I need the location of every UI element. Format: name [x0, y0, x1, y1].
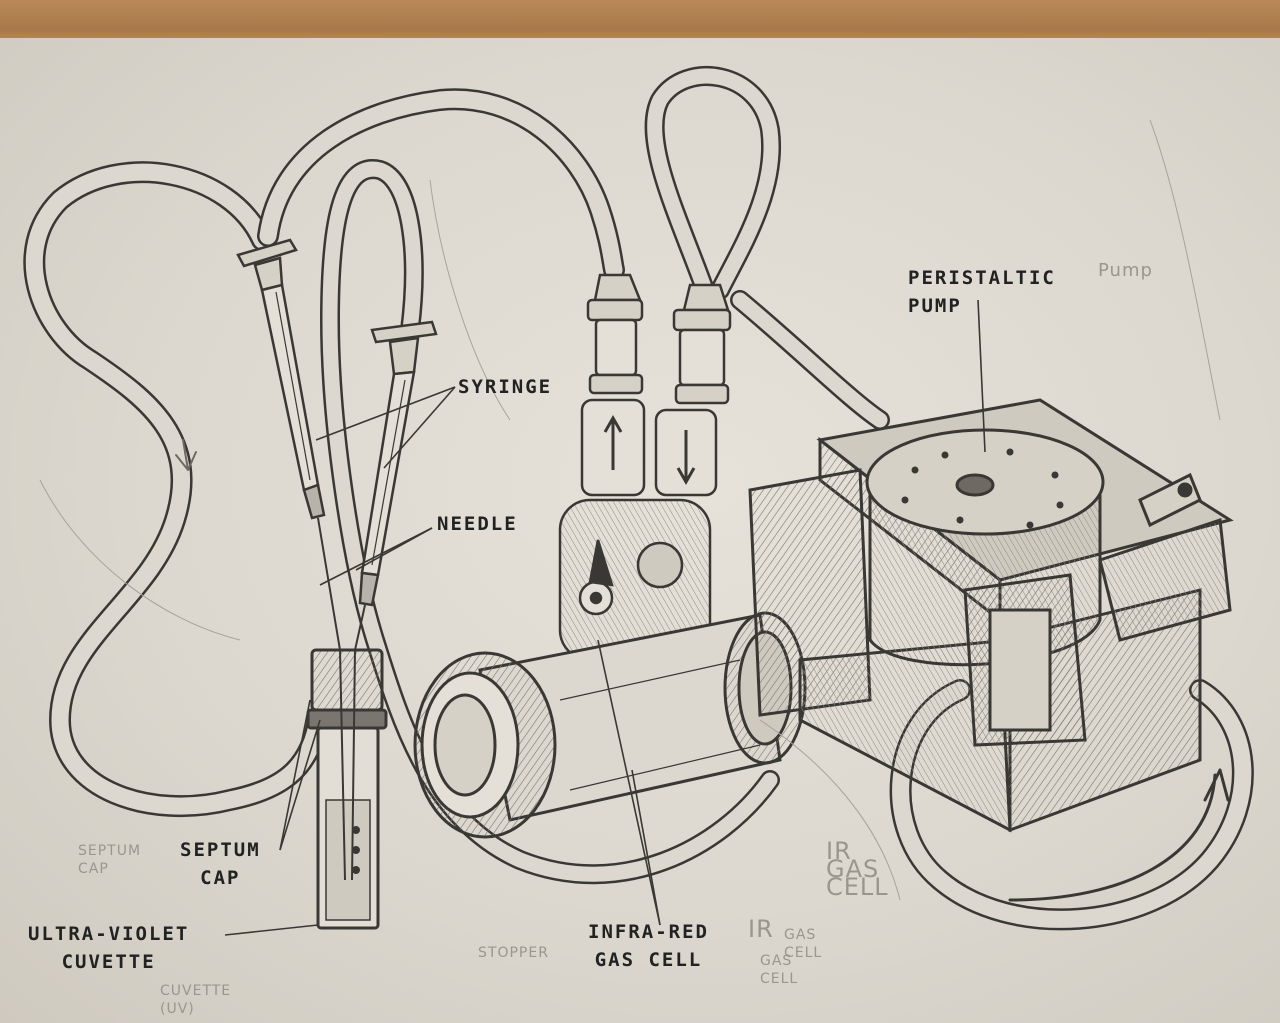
uv-cuvette: [306, 648, 388, 930]
note-ir: IR: [748, 915, 774, 943]
faint-sketch-lines: [39, 119, 1221, 901]
label-peristaltic-pump: PERISTALTIC PUMP: [908, 267, 1056, 317]
peristaltic-pump: [748, 398, 1234, 833]
leader-pump: [977, 299, 986, 453]
tube-syringe2: [320, 159, 780, 885]
leader-syringe-b: [383, 386, 456, 469]
leader-syringe-a: [315, 386, 456, 441]
tube-bottom-loop: [889, 679, 1254, 931]
label-needle: NEEDLE: [437, 513, 518, 535]
note-pump: Pump: [1098, 260, 1153, 281]
note-gas-cell-2: GAS CELL: [760, 953, 799, 987]
leader-cuvette: [224, 924, 319, 936]
leader-needle-b: [355, 527, 433, 571]
syringe-1: [236, 238, 341, 651]
tubing: [23, 66, 1254, 931]
label-ir-gas-cell: INFRA-RED GAS CELL: [588, 921, 709, 971]
leader-septum-a: [279, 699, 311, 851]
label-uv-cuvette: ULTRA-VIOLET CUVETTE: [28, 923, 190, 973]
label-syringe: SYRINGE: [458, 376, 553, 398]
tube-top-loop: [644, 66, 782, 300]
label-septum-cap: SEPTUM CAP: [180, 839, 261, 889]
note-ir-gas-cell: IR GAS CELL: [826, 837, 889, 901]
fittings: [558, 273, 732, 662]
note-gas-cell-1: GAS CELL: [784, 927, 823, 961]
syringe-2: [354, 320, 438, 651]
tube-top-arc: [257, 88, 625, 281]
leader-lines: [224, 299, 986, 936]
tube-to-pump: [730, 290, 890, 430]
note-cuvette-uv: CUVETTE (UV): [160, 983, 232, 1017]
note-stopper: STOPPER: [478, 945, 549, 961]
leader-ir-a: [631, 769, 661, 926]
note-septum-cap: SEPTUM CAP: [78, 843, 142, 877]
tube-left-loop: [23, 161, 329, 818]
flow-arrow: [1203, 768, 1230, 802]
leader-septum-b: [279, 719, 321, 851]
leader-ir-b: [597, 639, 661, 926]
